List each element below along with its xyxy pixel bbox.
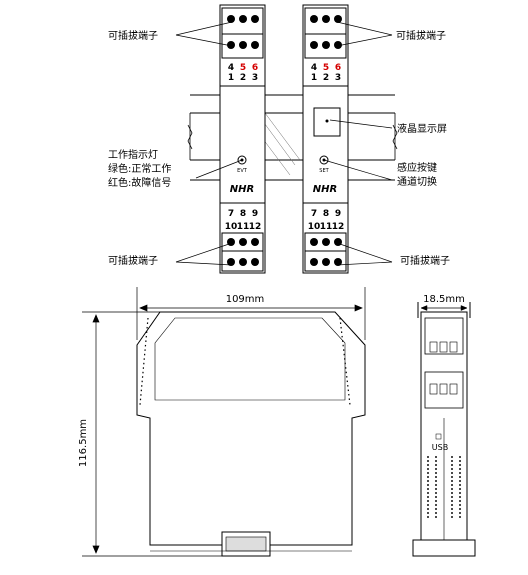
terminal-number-5: 5 [323, 63, 329, 73]
terminal-number-12: 12 [249, 222, 262, 232]
terminal-screw [239, 41, 247, 49]
terminal-screw [322, 15, 330, 23]
dimension-width [136, 287, 366, 340]
terminal-screw [322, 258, 330, 266]
terminal-number-4: 4 [228, 63, 234, 73]
terminal-screw [227, 41, 235, 49]
terminal-number-12: 12 [332, 222, 345, 232]
brand-logo: NHR [313, 184, 337, 195]
terminal-screw [334, 238, 342, 246]
terminal-screw [322, 41, 330, 49]
terminal-number-10: 10 [225, 222, 238, 232]
terminal-screw [227, 258, 235, 266]
terminal-number-6: 6 [335, 63, 341, 73]
callout-bottom-left-terminal: 可插拔端子 [108, 254, 158, 267]
terminal-number-1: 1 [311, 73, 317, 83]
terminal-number-11: 11 [237, 222, 250, 232]
usb-label: USB [432, 443, 448, 452]
terminal-screw [322, 238, 330, 246]
narrow-side-view [412, 302, 476, 557]
terminal-screw [334, 41, 342, 49]
terminal-number-7: 7 [228, 209, 234, 219]
set-button-text: SET [319, 168, 329, 174]
terminal-number-11: 11 [320, 222, 333, 232]
callout-indicator-line2: 绿色:正常工作 [108, 162, 171, 175]
terminal-number-2: 2 [240, 73, 246, 83]
callout-indicator-line3: 红色:故障信号 [108, 176, 171, 189]
callout-button-line1: 感应按键 [397, 161, 437, 174]
terminal-screw [251, 258, 259, 266]
terminal-screw [310, 15, 318, 23]
terminal-screw [227, 238, 235, 246]
callout-button-line2: 通道切换 [397, 175, 437, 188]
dimension-height-label: 116.5mm [78, 419, 89, 467]
terminal-number-6: 6 [252, 63, 258, 73]
terminal-screw [310, 258, 318, 266]
terminal-number-9: 9 [252, 209, 258, 219]
side-profile [136, 311, 366, 557]
terminal-screw [310, 41, 318, 49]
terminal-screw [227, 15, 235, 23]
terminal-screw [310, 238, 318, 246]
terminal-screw [334, 258, 342, 266]
brand-logo: NHR [230, 184, 254, 195]
terminal-number-5: 5 [240, 63, 246, 73]
terminal-screw [334, 15, 342, 23]
callout-lcd: 液晶显示屏 [397, 122, 447, 135]
dimension-depth-label: 18.5mm [423, 294, 465, 305]
din-rail [187, 94, 398, 181]
terminal-screw [239, 238, 247, 246]
terminal-screw [239, 258, 247, 266]
callout-top-left-terminal: 可插拔端子 [108, 29, 158, 42]
terminal-number-9: 9 [335, 209, 341, 219]
dimension-height [82, 311, 225, 557]
callout-bottom-right-terminal: 可插拔端子 [400, 254, 450, 267]
terminal-number-8: 8 [240, 209, 246, 219]
terminal-number-3: 3 [252, 73, 258, 83]
callout-indicator-line1: 工作指示灯 [108, 148, 158, 161]
terminal-number-1: 1 [228, 73, 234, 83]
terminal-number-7: 7 [311, 209, 317, 219]
terminal-screw [239, 15, 247, 23]
right-module: 4 5 6 1 2 3 SET NHR 7 8 9 10 11 12 [302, 4, 349, 274]
dimension-width-label: 109mm [226, 294, 265, 305]
terminal-screw [251, 238, 259, 246]
terminal-number-2: 2 [323, 73, 329, 83]
terminal-screw [251, 15, 259, 23]
callout-leaders [175, 21, 393, 266]
terminal-number-3: 3 [335, 73, 341, 83]
terminal-number-4: 4 [311, 63, 317, 73]
callout-top-right-terminal: 可插拔端子 [396, 29, 446, 42]
terminal-number-8: 8 [323, 209, 329, 219]
terminal-number-10: 10 [308, 222, 321, 232]
terminal-screw [251, 41, 259, 49]
indicator-text: EVT [237, 168, 248, 174]
left-module: 4 5 6 1 2 3 EVT NHR 7 8 9 10 11 12 [219, 4, 266, 274]
